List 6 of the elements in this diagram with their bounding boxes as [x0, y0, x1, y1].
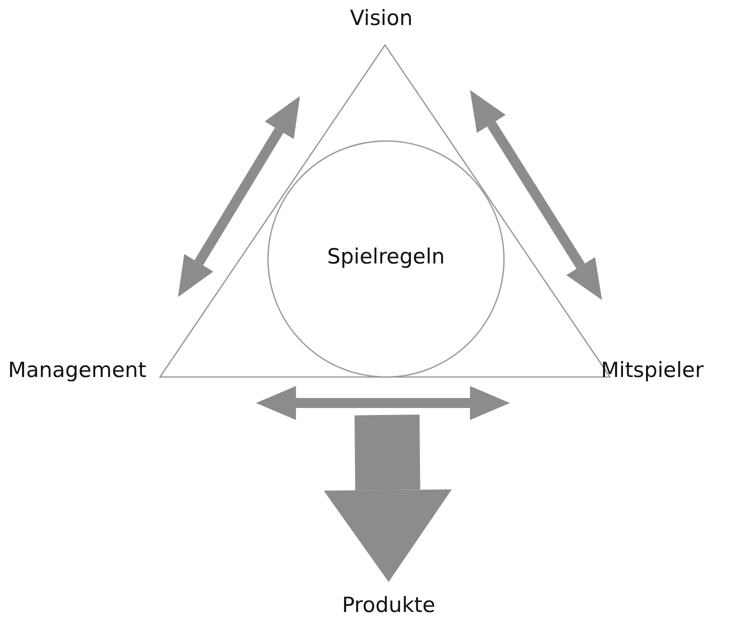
node-label: Produkte	[342, 593, 436, 617]
circle-label: Spielregeln	[327, 244, 445, 269]
node-label: Vision	[350, 6, 413, 30]
node-label: Mitspieler	[601, 358, 704, 382]
block-arrow	[324, 414, 452, 582]
node-label: Management	[8, 358, 146, 382]
